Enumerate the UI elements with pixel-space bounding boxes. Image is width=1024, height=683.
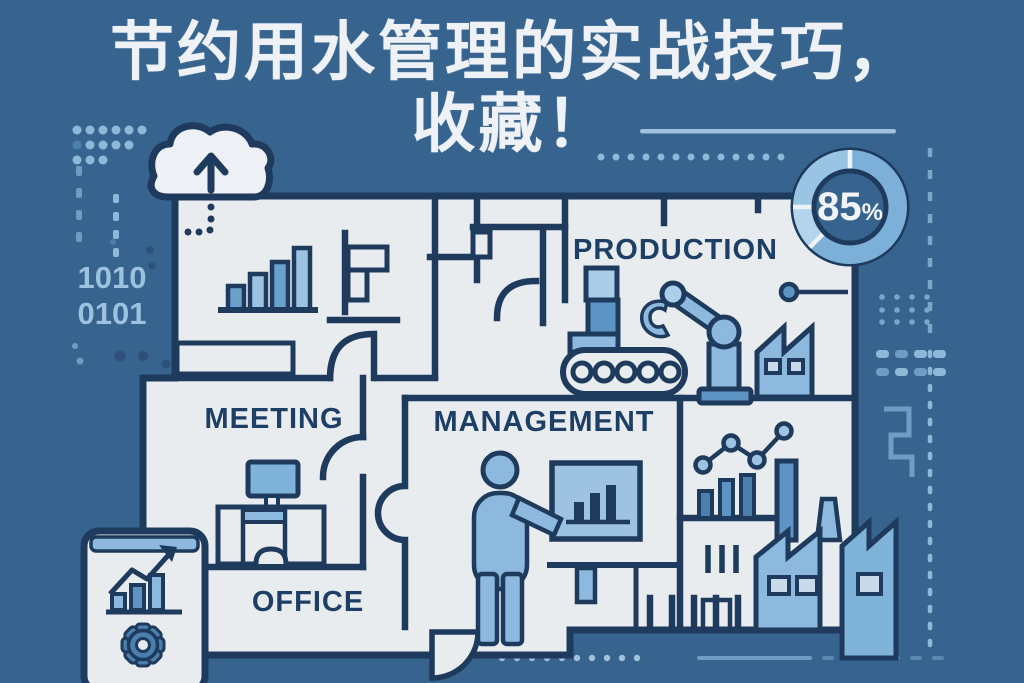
upload-arrow-icon xyxy=(193,152,229,194)
trend-line-icon xyxy=(693,421,794,475)
room-label-office: OFFICE xyxy=(251,586,365,618)
room-label-management: MANAGEMENT xyxy=(433,406,655,438)
bottom-solid-line xyxy=(697,656,812,660)
donut-value: 85 xyxy=(817,185,862,229)
dash-columns-left xyxy=(76,166,119,257)
dot-grid-right xyxy=(879,294,930,325)
presentation-board-icon xyxy=(549,460,643,542)
dot-grid-top-left xyxy=(72,125,147,165)
donut-unit: % xyxy=(861,199,883,226)
poster-title-line1: 节约用水管理的实战技巧， xyxy=(110,16,914,88)
interior-walls xyxy=(139,192,859,634)
door-swing-bottom xyxy=(429,629,481,681)
maze-box-3 xyxy=(470,229,493,260)
meeting-table-rect xyxy=(174,340,296,377)
circuit-bracket-decoration xyxy=(884,406,915,477)
warehouse-building xyxy=(700,545,739,630)
donut-chart-icon xyxy=(790,147,910,267)
phone-header-bar xyxy=(89,535,200,553)
binary-decoration: 1010 0101 xyxy=(64,260,160,332)
cloud-upload-icon xyxy=(147,122,275,201)
bar-chart-small-icon xyxy=(697,473,756,520)
room-label-production: PRODUCTION xyxy=(573,234,778,266)
management-table xyxy=(547,562,680,627)
factory-icon xyxy=(754,281,848,400)
binary-line1: 1010 xyxy=(77,260,147,295)
poster-title-line2: 收藏！ xyxy=(411,88,613,160)
dash-rows-right xyxy=(876,350,946,376)
dotted-connector xyxy=(184,203,215,236)
room-label-meeting: MEETING xyxy=(204,403,344,435)
factory-cluster-icon xyxy=(753,458,899,661)
binary-line2: 0101 xyxy=(77,296,147,331)
donut-percentage: 85% xyxy=(798,186,902,234)
gear-icon xyxy=(120,622,166,668)
phone-analytics-icon xyxy=(80,527,209,683)
robot-arm-icon xyxy=(639,280,754,406)
maze-box-2 xyxy=(345,267,370,303)
presenter-icon xyxy=(471,450,564,647)
maze-box-1 xyxy=(345,244,390,273)
conveyor-belt-icon xyxy=(560,265,688,397)
scatter-dots-left xyxy=(72,239,171,369)
growth-arrow-icon xyxy=(106,545,182,615)
desk-computer-icon xyxy=(215,459,327,567)
bar-chart-icon xyxy=(218,245,318,313)
